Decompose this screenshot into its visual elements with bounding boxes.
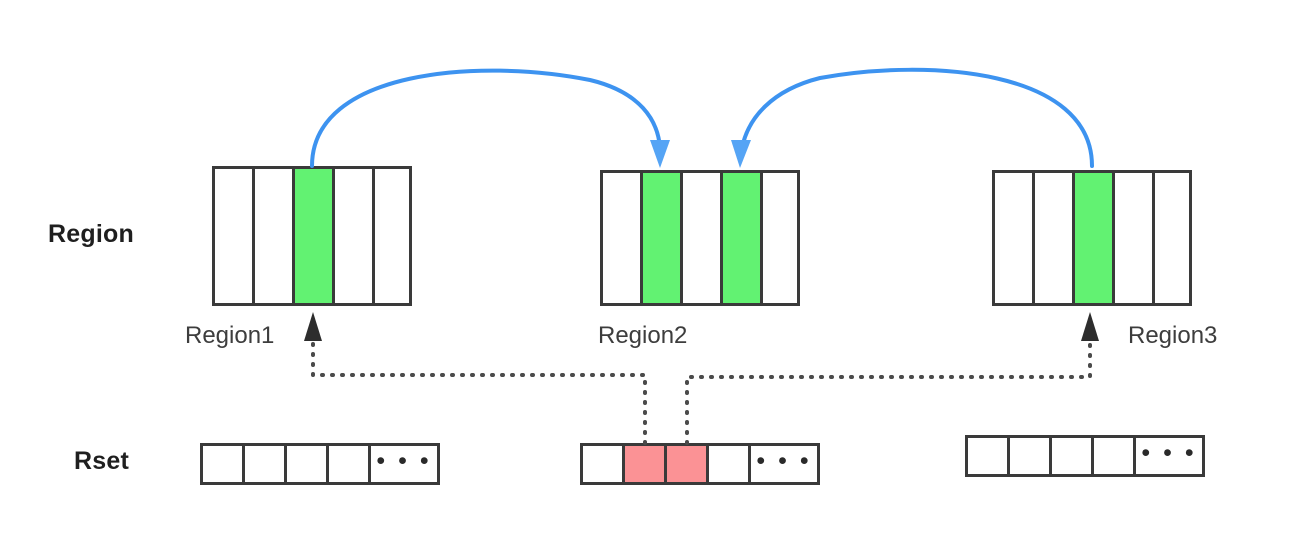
row-label-rset: Rset bbox=[74, 447, 129, 475]
rset1-cell-2[interactable] bbox=[245, 446, 287, 482]
rset2-cell-2[interactable] bbox=[625, 446, 667, 482]
region1-cell-5[interactable] bbox=[375, 169, 409, 303]
region2-cell-5[interactable] bbox=[763, 173, 797, 303]
rset2-cell-3[interactable] bbox=[667, 446, 709, 482]
region1-cell-4[interactable] bbox=[335, 169, 375, 303]
rset3-cell-3[interactable] bbox=[1052, 438, 1094, 474]
region3-cell-5[interactable] bbox=[1155, 173, 1189, 303]
rset3-ellipsis-cell: • • • bbox=[1136, 438, 1202, 474]
region3-cell-1[interactable] bbox=[995, 173, 1035, 303]
region3-cell-4[interactable] bbox=[1115, 173, 1155, 303]
rset-box-rset2[interactable]: • • • bbox=[580, 443, 820, 485]
region1-cell-1[interactable] bbox=[215, 169, 255, 303]
rset3-cell-4[interactable] bbox=[1094, 438, 1136, 474]
rset-box-rset1[interactable]: • • • bbox=[200, 443, 440, 485]
region3-cell-2[interactable] bbox=[1035, 173, 1075, 303]
rset1-ellipsis-cell: • • • bbox=[371, 446, 437, 482]
region3-cell-3[interactable] bbox=[1075, 173, 1115, 303]
region2-cell-2[interactable] bbox=[643, 173, 683, 303]
rset3-cell-1[interactable] bbox=[968, 438, 1010, 474]
region-caption-region2: Region2 bbox=[598, 322, 688, 349]
rset-box-rset3[interactable]: • • • bbox=[965, 435, 1205, 477]
rset1-cell-4[interactable] bbox=[329, 446, 371, 482]
link-rset2cell3-to-region3 bbox=[685, 312, 1099, 445]
rset1-cell-3[interactable] bbox=[287, 446, 329, 482]
region1-cell-3[interactable] bbox=[295, 169, 335, 303]
region-caption-region3: Region3 bbox=[1128, 322, 1218, 349]
rset2-ellipsis-cell: • • • bbox=[751, 446, 817, 482]
rset3-cell-2[interactable] bbox=[1010, 438, 1052, 474]
row-label-region: Region bbox=[48, 220, 134, 248]
arrow-region1-to-region2 bbox=[310, 68, 670, 168]
region-caption-region1: Region1 bbox=[185, 322, 275, 349]
link-rset2cell2-to-region1 bbox=[304, 312, 647, 445]
region2-cell-4[interactable] bbox=[723, 173, 763, 303]
region1-cell-2[interactable] bbox=[255, 169, 295, 303]
region-box-region2[interactable] bbox=[600, 170, 800, 306]
rset2-cell-4[interactable] bbox=[709, 446, 751, 482]
rset1-cell-1[interactable] bbox=[203, 446, 245, 482]
region2-cell-1[interactable] bbox=[603, 173, 643, 303]
region-box-region1[interactable] bbox=[212, 166, 412, 306]
rset2-cell-1[interactable] bbox=[583, 446, 625, 482]
region-box-region3[interactable] bbox=[992, 170, 1192, 306]
region2-cell-3[interactable] bbox=[683, 173, 723, 303]
arrow-region3-to-region2 bbox=[731, 67, 1094, 168]
